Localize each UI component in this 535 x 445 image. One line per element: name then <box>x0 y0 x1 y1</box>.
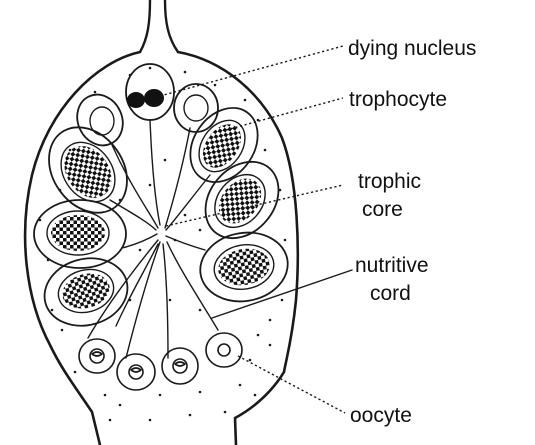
label-core: core <box>362 198 403 221</box>
label-nutritive: nutritive <box>355 254 429 277</box>
label-dying-nucleus: dying nucleus <box>348 37 476 60</box>
label-trophic: trophic <box>358 170 421 193</box>
dying-nucleus <box>127 89 164 108</box>
trophocyte-nuclei-fill <box>51 117 273 313</box>
leader-trophocyte <box>226 98 343 130</box>
terminal-filament <box>140 0 178 52</box>
label-trophocyte: trophocyte <box>349 88 447 111</box>
label-cord: cord <box>370 282 411 305</box>
oocytes <box>79 333 242 390</box>
label-oocyte: oocyte <box>350 404 412 427</box>
